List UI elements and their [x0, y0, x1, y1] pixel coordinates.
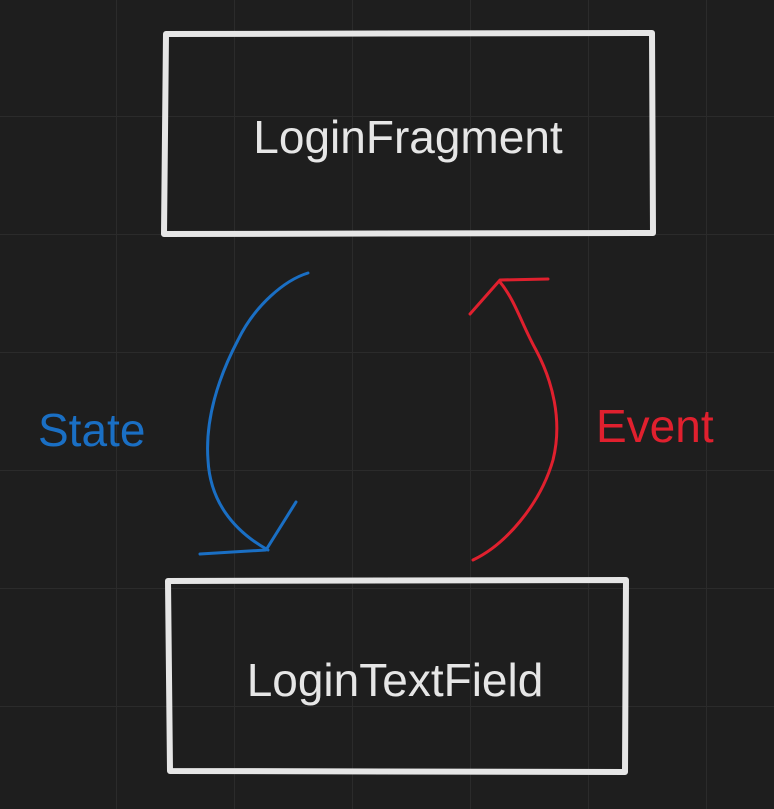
login-fragment-box — [161, 30, 656, 237]
state-arrowhead — [198, 500, 298, 556]
login-fragment-label: LoginFragment — [253, 111, 563, 163]
login-text-field-box — [165, 577, 629, 775]
state-arrow[interactable] — [198, 271, 310, 556]
login-text-field-label: LoginTextField — [247, 654, 544, 706]
state-arrow-curve — [206, 271, 310, 552]
state-label: State — [38, 404, 145, 456]
event-label: Event — [596, 400, 714, 452]
event-arrow[interactable] — [468, 277, 559, 562]
node-login-fragment[interactable]: LoginFragment — [161, 30, 656, 237]
event-arrow-curve — [471, 280, 559, 562]
event-arrowhead — [468, 277, 550, 316]
node-login-text-field[interactable]: LoginTextField — [165, 577, 629, 775]
